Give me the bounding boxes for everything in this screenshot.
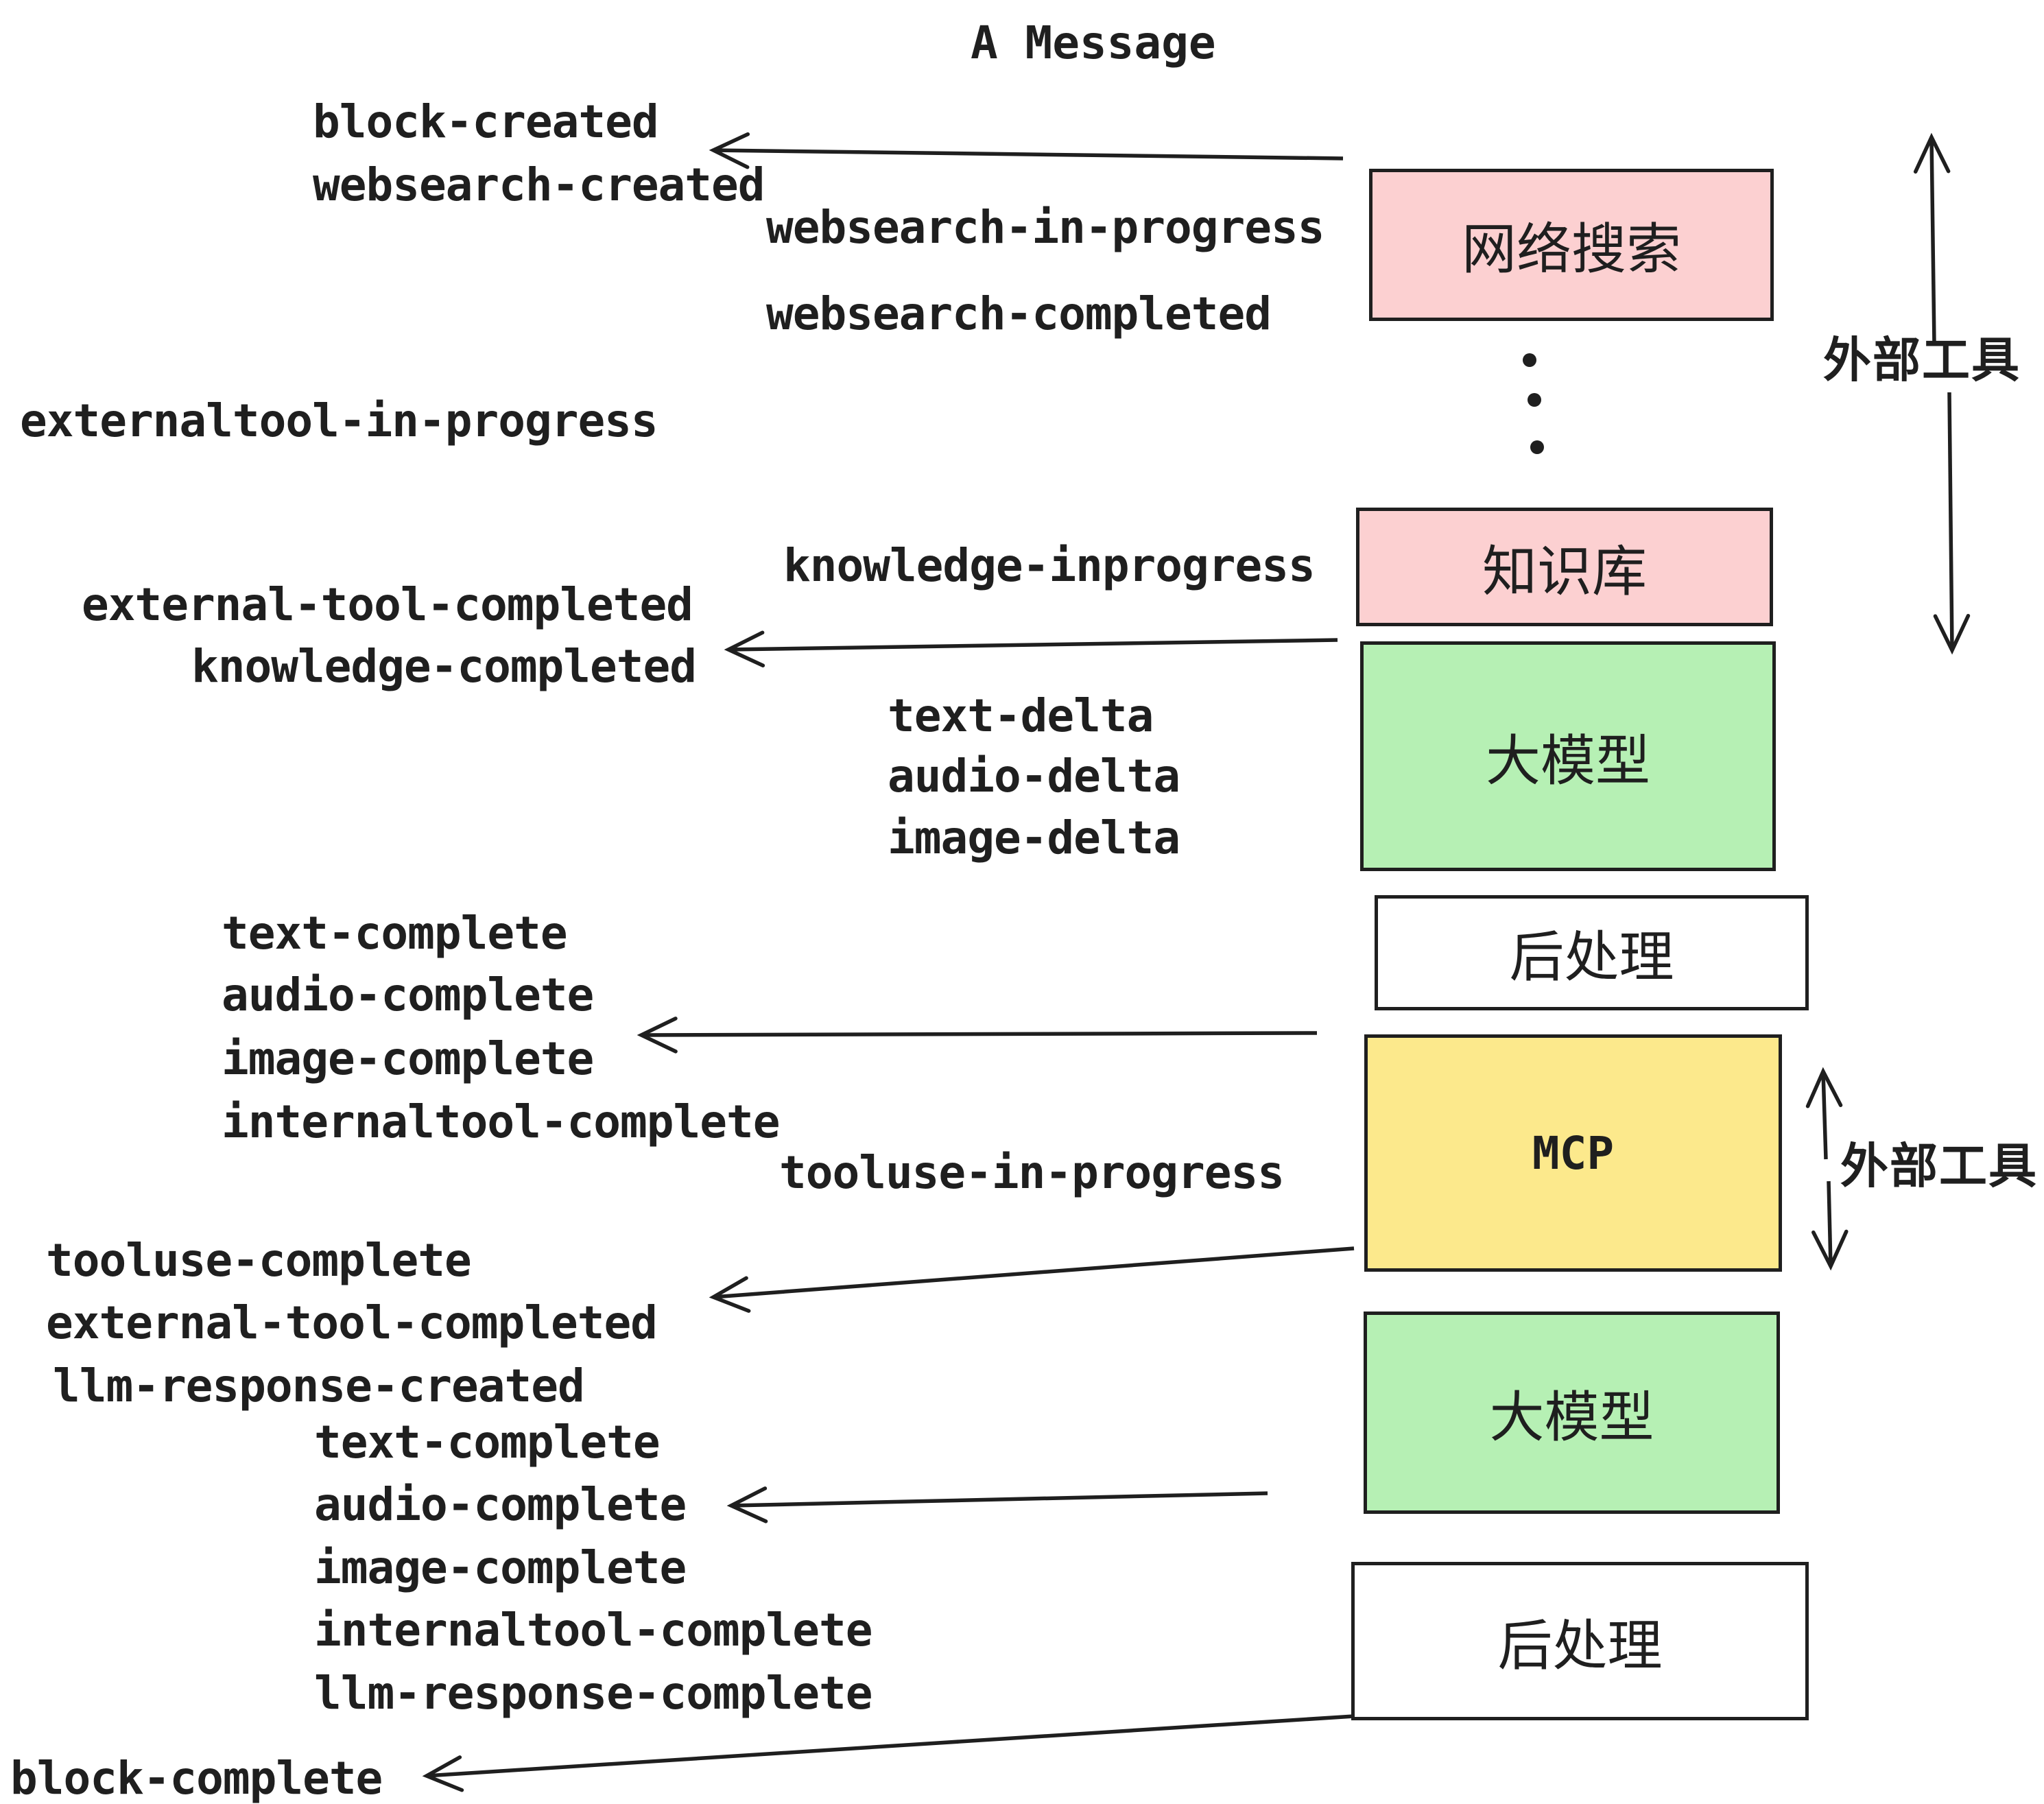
event-audio-delta: audio-delta xyxy=(888,750,1180,803)
box-post-process-1-label: 后处理 xyxy=(1509,927,1674,988)
ellipsis-dot xyxy=(1530,440,1544,454)
ellipsis-dot xyxy=(1523,353,1536,367)
event-knowledge-completed: knowledge-completed xyxy=(191,640,697,693)
event-block-created: block-created xyxy=(313,95,659,148)
event-tooluse-in-progress: tooluse-in-progress xyxy=(779,1146,1285,1199)
arrow-to-tooluse-complete xyxy=(709,1246,1355,1313)
event-tooluse-complete: tooluse-complete xyxy=(46,1234,472,1287)
event-block-complete: block-complete xyxy=(10,1752,383,1804)
box-llm-1: 大模型 xyxy=(1360,641,1776,871)
event-internaltool-complete-2: internaltool-complete xyxy=(314,1604,872,1657)
event-websearch-in-progress: websearch-in-progress xyxy=(766,201,1324,254)
arrow-to-audio-complete xyxy=(726,1486,1268,1523)
event-knowledge-inprogress: knowledge-inprogress xyxy=(783,539,1316,592)
box-mcp-label: MCP xyxy=(1532,1126,1615,1180)
box-websearch-label: 网络搜索 xyxy=(1462,219,1681,280)
event-external-tool-completed-2: external-tool-completed xyxy=(46,1296,658,1349)
event-llm-response-complete: llm-response-complete xyxy=(314,1667,872,1720)
arrow-to-block-complete xyxy=(422,1714,1355,1792)
arrow-external-tools-bottom-down xyxy=(1811,1180,1849,1271)
event-image-delta: image-delta xyxy=(888,811,1180,864)
event-text-complete: text-complete xyxy=(222,907,568,960)
box-post-process-2-label: 后处理 xyxy=(1497,1615,1663,1676)
box-knowledge-label: 知识库 xyxy=(1482,541,1647,602)
arrow-external-tools-top-down xyxy=(1933,392,1971,655)
event-internaltool-complete: internaltool-complete xyxy=(222,1095,780,1148)
event-external-tool-completed: external-tool-completed xyxy=(82,578,693,631)
event-text-delta: text-delta xyxy=(888,689,1154,742)
box-post-process-2: 后处理 xyxy=(1351,1562,1809,1720)
ellipsis-dot xyxy=(1528,393,1541,407)
side-label-external-tools-bottom: 外部工具 xyxy=(1840,1139,2038,1193)
arrow-external-tools-top-up xyxy=(1913,132,1951,345)
box-mcp: MCP xyxy=(1364,1034,1782,1272)
box-llm-1-label: 大模型 xyxy=(1486,730,1650,792)
diagram-title: A Message xyxy=(971,16,1216,69)
event-audio-complete: audio-complete xyxy=(222,969,594,1021)
event-image-complete-2: image-complete xyxy=(314,1541,687,1594)
arrow-to-media-complete xyxy=(637,1017,1318,1054)
event-websearch-created: websearch-created xyxy=(313,158,765,211)
event-externaltool-in-progress: externaltool-in-progress xyxy=(20,394,658,447)
box-llm-2: 大模型 xyxy=(1364,1312,1780,1514)
side-label-external-tools-top: 外部工具 xyxy=(1823,333,2021,387)
box-knowledge: 知识库 xyxy=(1356,508,1773,626)
event-image-complete: image-complete xyxy=(222,1032,594,1085)
box-llm-2-label: 大模型 xyxy=(1489,1386,1654,1448)
arrow-to-knowledge-completed xyxy=(724,630,1338,667)
event-llm-response-created: llm-response-created xyxy=(53,1360,585,1412)
event-audio-complete-2: audio-complete xyxy=(314,1478,687,1531)
event-websearch-completed: websearch-completed xyxy=(766,287,1272,340)
arrow-external-tools-bottom-up xyxy=(1805,1067,1843,1160)
box-post-process-1: 后处理 xyxy=(1375,895,1809,1010)
event-text-complete-2: text-complete xyxy=(314,1416,661,1469)
box-websearch: 网络搜索 xyxy=(1369,169,1774,321)
arrow-websearch-to-created xyxy=(709,132,1344,169)
